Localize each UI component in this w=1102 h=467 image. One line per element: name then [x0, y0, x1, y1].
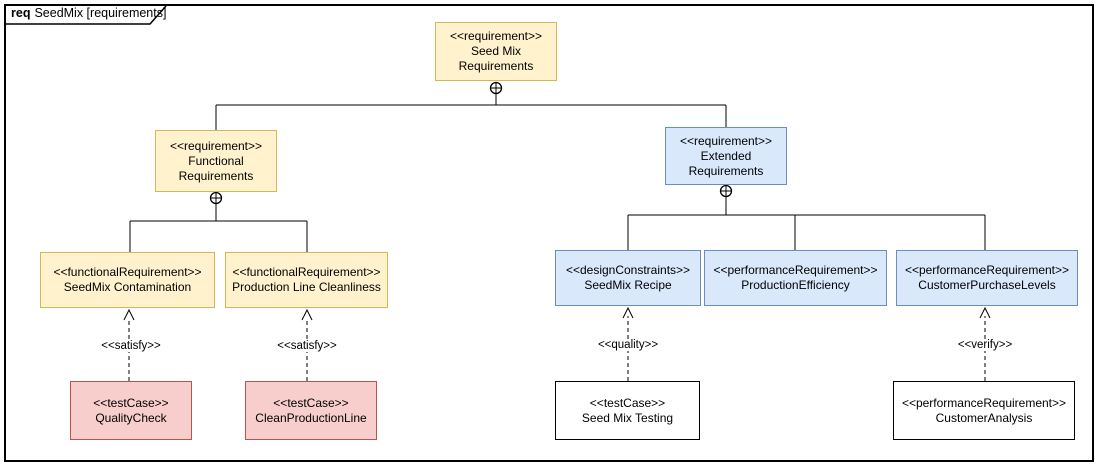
diagram-keyword: req — [11, 6, 31, 20]
node-name: ProductionEfficiency — [741, 278, 850, 292]
containment-cross — [210, 192, 222, 204]
node-name: Seed Mix Testing — [581, 410, 674, 425]
containment-connector-seed-mix-requirements[interactable] — [215, 81, 727, 131]
stereotype-label: <<testCase>> — [93, 395, 169, 410]
node-customer-analysis[interactable]: <<performanceRequirement>> CustomerAnaly… — [893, 381, 1075, 440]
containment-cross — [720, 185, 732, 197]
open-arrowhead-icon — [622, 306, 634, 319]
stereotype-label: <<requirement>> — [169, 138, 263, 153]
stereotype-label: <<designConstraints>> — [565, 263, 691, 277]
node-seedmix-recipe[interactable]: <<designConstraints>> SeedMix Recipe — [555, 250, 701, 306]
stereotype-label: <<functionalRequirement>> — [53, 265, 202, 279]
verify-edge-customer-analysis[interactable] — [979, 306, 991, 381]
node-customer-purchase-levels[interactable]: <<performanceRequirement>> CustomerPurch… — [896, 250, 1078, 306]
node-name: SeedMix Contamination — [63, 280, 192, 294]
containment-connector-extended-requirements[interactable] — [627, 184, 986, 251]
edge-label-satisfy-clean-production-line[interactable]: <<satisfy>> — [275, 340, 339, 352]
node-name: CleanProductionLine — [255, 410, 367, 425]
edge-label-satisfy-quality-check[interactable]: <<satisfy>> — [99, 340, 163, 352]
edge-label-verify-customer-analysis[interactable]: <<verify>> — [955, 339, 1015, 351]
open-arrowhead-icon — [123, 308, 135, 321]
node-name: Production Line Cleanliness — [232, 280, 381, 294]
stereotype-label: <<performanceRequirement>> — [901, 395, 1067, 410]
node-seedmix-contamination[interactable]: <<functionalRequirement>> SeedMix Contam… — [40, 252, 215, 308]
open-arrowhead-icon — [979, 306, 991, 319]
diagram-name: SeedMix [requirements] — [34, 6, 167, 20]
quality-edge-seed-mix-testing[interactable] — [622, 306, 634, 381]
diagram-frame-border — [4, 4, 1094, 462]
node-production-efficiency[interactable]: <<performanceRequirement>> ProductionEff… — [704, 250, 887, 306]
stereotype-label: <<testCase>> — [589, 395, 666, 410]
containment-lines — [129, 203, 308, 252]
diagram-frame-tab — [6, 5, 167, 25]
stereotype-label: <<functionalRequirement>> — [232, 265, 381, 279]
node-name: Extended Requirements — [688, 148, 764, 178]
node-seed-mix-testing[interactable]: <<testCase>> Seed Mix Testing — [555, 381, 700, 440]
containment-connector-functional-requirements[interactable] — [129, 191, 308, 253]
node-extended-requirements[interactable]: <<requirement>> Extended Requirements — [665, 127, 787, 185]
containment-lines — [627, 196, 986, 250]
node-seed-mix-requirements[interactable]: <<requirement>> Seed Mix Requirements — [435, 22, 557, 81]
containment-lines — [215, 93, 727, 130]
containment-cross — [490, 82, 502, 94]
node-name: CustomerPurchaseLevels — [918, 278, 1056, 292]
node-clean-production-line[interactable]: <<testCase>> CleanProductionLine — [245, 381, 377, 440]
node-quality-check[interactable]: <<testCase>> QualityCheck — [70, 381, 192, 440]
stereotype-label: <<testCase>> — [273, 395, 349, 410]
stereotype-label: <<requirement>> — [679, 133, 773, 148]
stereotype-label: <<requirement>> — [449, 29, 543, 43]
node-name: QualityCheck — [95, 410, 167, 425]
node-name: Seed Mix Requirements — [458, 44, 534, 73]
node-name: SeedMix Recipe — [584, 278, 672, 292]
edge-label-quality-seed-mix-testing[interactable]: <<quality>> — [595, 339, 661, 351]
node-name: Functional Requirements — [178, 153, 254, 183]
node-production-line-cleanliness[interactable]: <<functionalRequirement>> Production Lin… — [225, 252, 388, 308]
node-name: CustomerAnalysis — [935, 410, 1033, 425]
stereotype-label: <<performanceRequirement>> — [713, 263, 878, 277]
stereotype-label: <<performanceRequirement>> — [904, 263, 1070, 277]
node-functional-requirements[interactable]: <<requirement>> Functional Requirements — [155, 130, 277, 192]
open-arrowhead-icon — [301, 308, 313, 321]
